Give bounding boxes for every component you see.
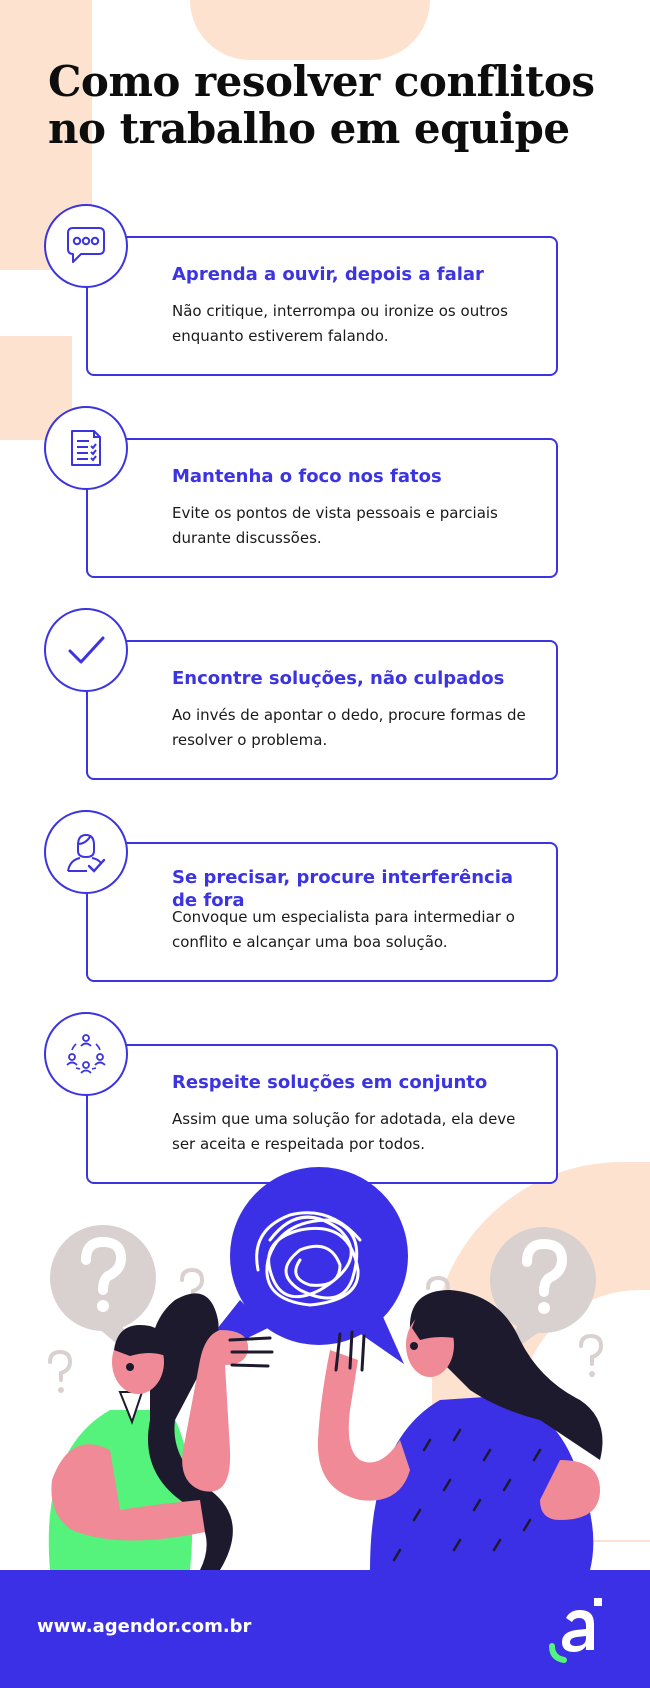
background-shape-top-arc	[190, 0, 430, 60]
step-title: Respeite soluções em conjunto	[172, 1072, 488, 1093]
step-text: Convoque um especialista para intermedia…	[172, 908, 515, 951]
step-card	[86, 842, 558, 982]
conflict-illustration	[48, 1167, 604, 1570]
step-title: Encontre soluções, não culpados	[172, 668, 505, 689]
step-4: Se precisar, procure interferência de fo…	[44, 810, 558, 982]
group-cycle-icon	[66, 1034, 106, 1074]
step-title: Mantenha o foco nos fatos	[172, 466, 442, 487]
step-badge	[44, 810, 128, 894]
step-card	[86, 1044, 558, 1184]
step-badge	[44, 608, 128, 692]
step-badge	[44, 204, 128, 288]
page-title-line2: no trabalho em equipe	[48, 104, 570, 154]
footer-website-link[interactable]: www.agendor.com.br	[37, 1616, 252, 1637]
right-woman-figure	[317, 1290, 603, 1570]
person-check-icon	[67, 833, 106, 873]
step-title: Se precisar, procure interferência de fo…	[172, 867, 514, 912]
step-text: Evite os pontos de vista pessoais e parc…	[172, 504, 498, 547]
step-5: Respeite soluções em conjunto Assim que …	[44, 1012, 558, 1184]
agendor-logo-icon	[549, 1598, 602, 1663]
step-card	[86, 640, 558, 780]
step-card	[86, 438, 558, 578]
document-checklist-icon	[71, 430, 101, 466]
left-woman-figure	[48, 1293, 274, 1570]
checkmark-icon	[68, 636, 105, 664]
step-3: Encontre soluções, não culpados Ao invés…	[44, 608, 558, 780]
step-title: Aprenda a ouvir, depois a falar	[172, 264, 484, 285]
question-mark-small-icon	[48, 1267, 604, 1382]
page-title-line1: Como resolver conflitos	[48, 57, 595, 106]
step-card	[86, 236, 558, 376]
step-text: Ao invés de apontar o dedo, procure form…	[172, 706, 526, 749]
step-badge	[44, 406, 128, 490]
step-text: Não critique, interrompa ou ironize os o…	[172, 302, 508, 345]
speech-bubble-icon	[67, 227, 105, 263]
page-title: Como resolver conflitos no trabalho em e…	[48, 58, 608, 152]
step-badge	[44, 1012, 128, 1096]
question-bubble-right-icon	[490, 1227, 596, 1356]
footer: www.agendor.com.br	[0, 1570, 650, 1688]
step-2: Mantenha o foco nos fatos Evite os ponto…	[44, 406, 558, 578]
step-text: Assim que uma solução for adotada, ela d…	[172, 1110, 516, 1153]
step-1: Aprenda a ouvir, depois a falar Não crit…	[44, 204, 558, 376]
